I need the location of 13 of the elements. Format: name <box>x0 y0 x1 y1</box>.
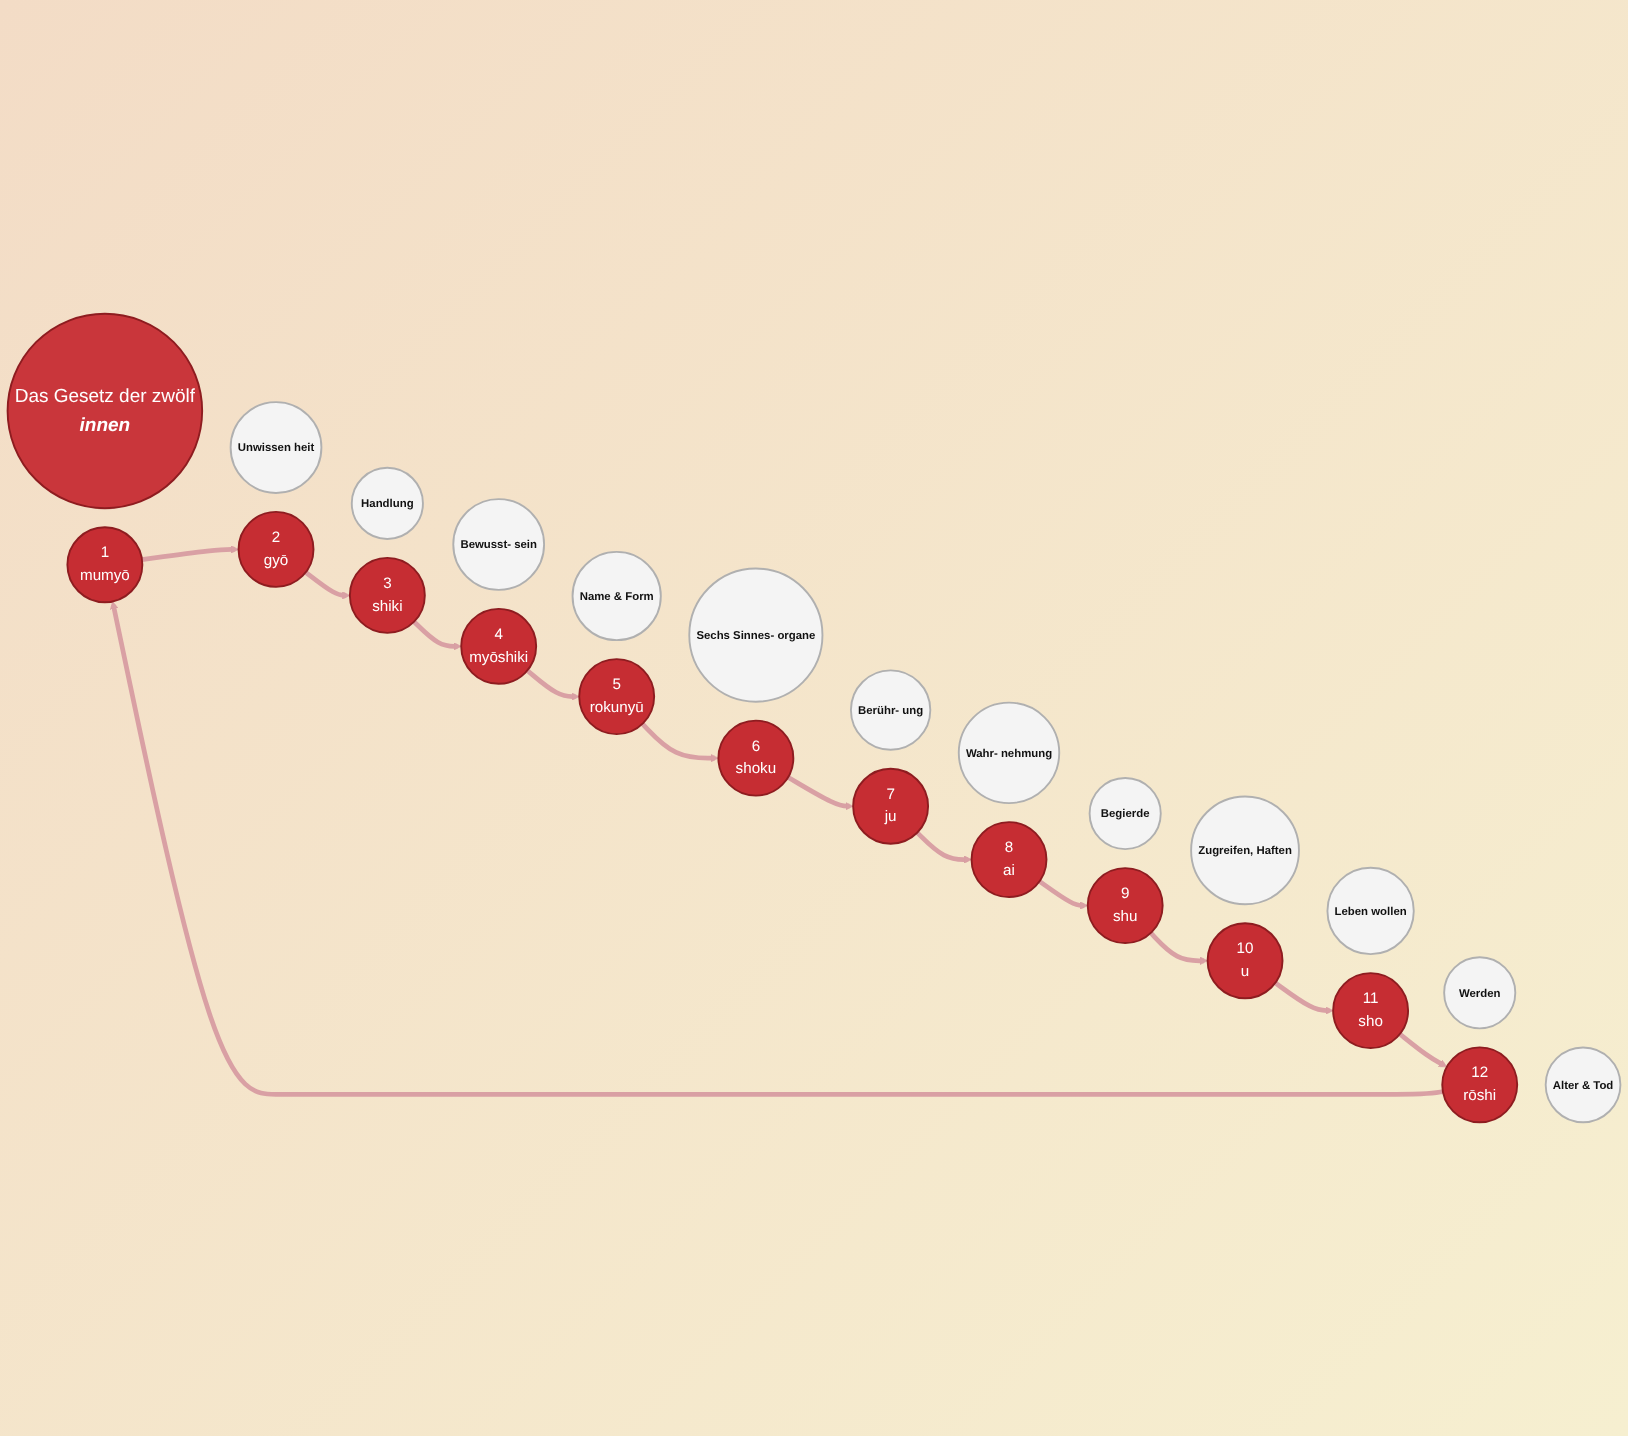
arrow <box>1398 1032 1448 1068</box>
arrow <box>786 775 854 811</box>
arrow <box>525 668 580 701</box>
arrow <box>412 620 462 651</box>
arrow <box>1149 931 1208 965</box>
arrow <box>141 545 239 562</box>
arrow <box>640 722 719 763</box>
arrow <box>1038 879 1089 910</box>
arrow <box>1273 980 1334 1015</box>
arrow <box>110 601 1444 1097</box>
node-circle: Das Gesetz der zwölf innen <box>6 312 204 510</box>
arrow <box>304 570 351 600</box>
arrow <box>915 830 972 864</box>
